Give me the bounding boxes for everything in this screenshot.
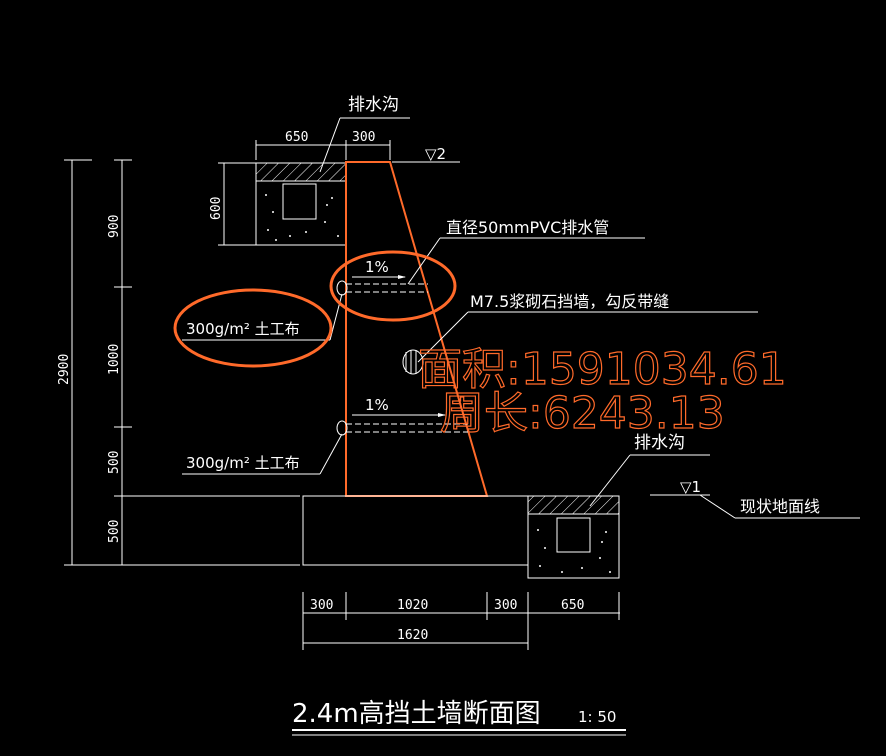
- dim-seg-500b: 500: [107, 520, 122, 543]
- dim-drain-depth: 600: [209, 197, 224, 220]
- slope-lower-label: 1%: [365, 396, 389, 414]
- top-drain-label: 排水沟: [348, 95, 399, 115]
- top-drain: [255, 162, 347, 246]
- wall-foundation: [302, 495, 529, 566]
- geotextile-lower-label: 300g/m² 土工布: [186, 454, 300, 472]
- bottom-drain: [527, 495, 620, 579]
- slope-upper-label: 1%: [365, 258, 389, 276]
- bottom-drain-label: 排水沟: [634, 433, 685, 453]
- markup-circle-pipe: [329, 250, 457, 322]
- dim-seg-900: 900: [107, 215, 122, 238]
- pipe-callout: 直径50mmPVC排水管: [446, 218, 609, 237]
- dim-total-height: 2900: [57, 354, 72, 385]
- markup-circle-geotextile: [173, 288, 333, 368]
- retaining-wall: [345, 161, 489, 497]
- vertical-dimensions: [64, 159, 300, 566]
- geotextile-upper-label: 300g/m² 土工布: [186, 320, 300, 338]
- ground-line-label: 现状地面线: [740, 497, 820, 516]
- dim-seg-500a: 500: [107, 451, 122, 474]
- horizontal-dimensions: [302, 592, 620, 650]
- overlay-area-text: 面积:1591034.61: [418, 344, 787, 395]
- level-top-mark: ▽2: [425, 145, 446, 163]
- drawing-scale: 1: 50: [578, 708, 616, 726]
- dim-base-1020: 1020: [397, 598, 428, 613]
- dim-seg-1000: 1000: [107, 344, 122, 375]
- masonry-callout: M7.5浆砌石挡墙，勾反带缝: [470, 292, 669, 311]
- dim-base-300-left: 300: [310, 598, 333, 613]
- dim-base-300-right: 300: [494, 598, 517, 613]
- dim-base-total: 1620: [397, 628, 428, 643]
- dim-bottom-drain-width: 650: [561, 598, 584, 613]
- overlay-perimeter-text: 周长:6243.13: [440, 388, 725, 439]
- section-symbol: [402, 349, 424, 375]
- drain-pipe-upper: [336, 280, 428, 296]
- dim-top-drain-width: 650: [285, 130, 308, 145]
- dim-wall-top-width: 300: [352, 130, 375, 145]
- level-ground-mark: ▽1: [680, 478, 701, 496]
- drawing-title: 2.4m高挡土墙断面图: [292, 699, 541, 729]
